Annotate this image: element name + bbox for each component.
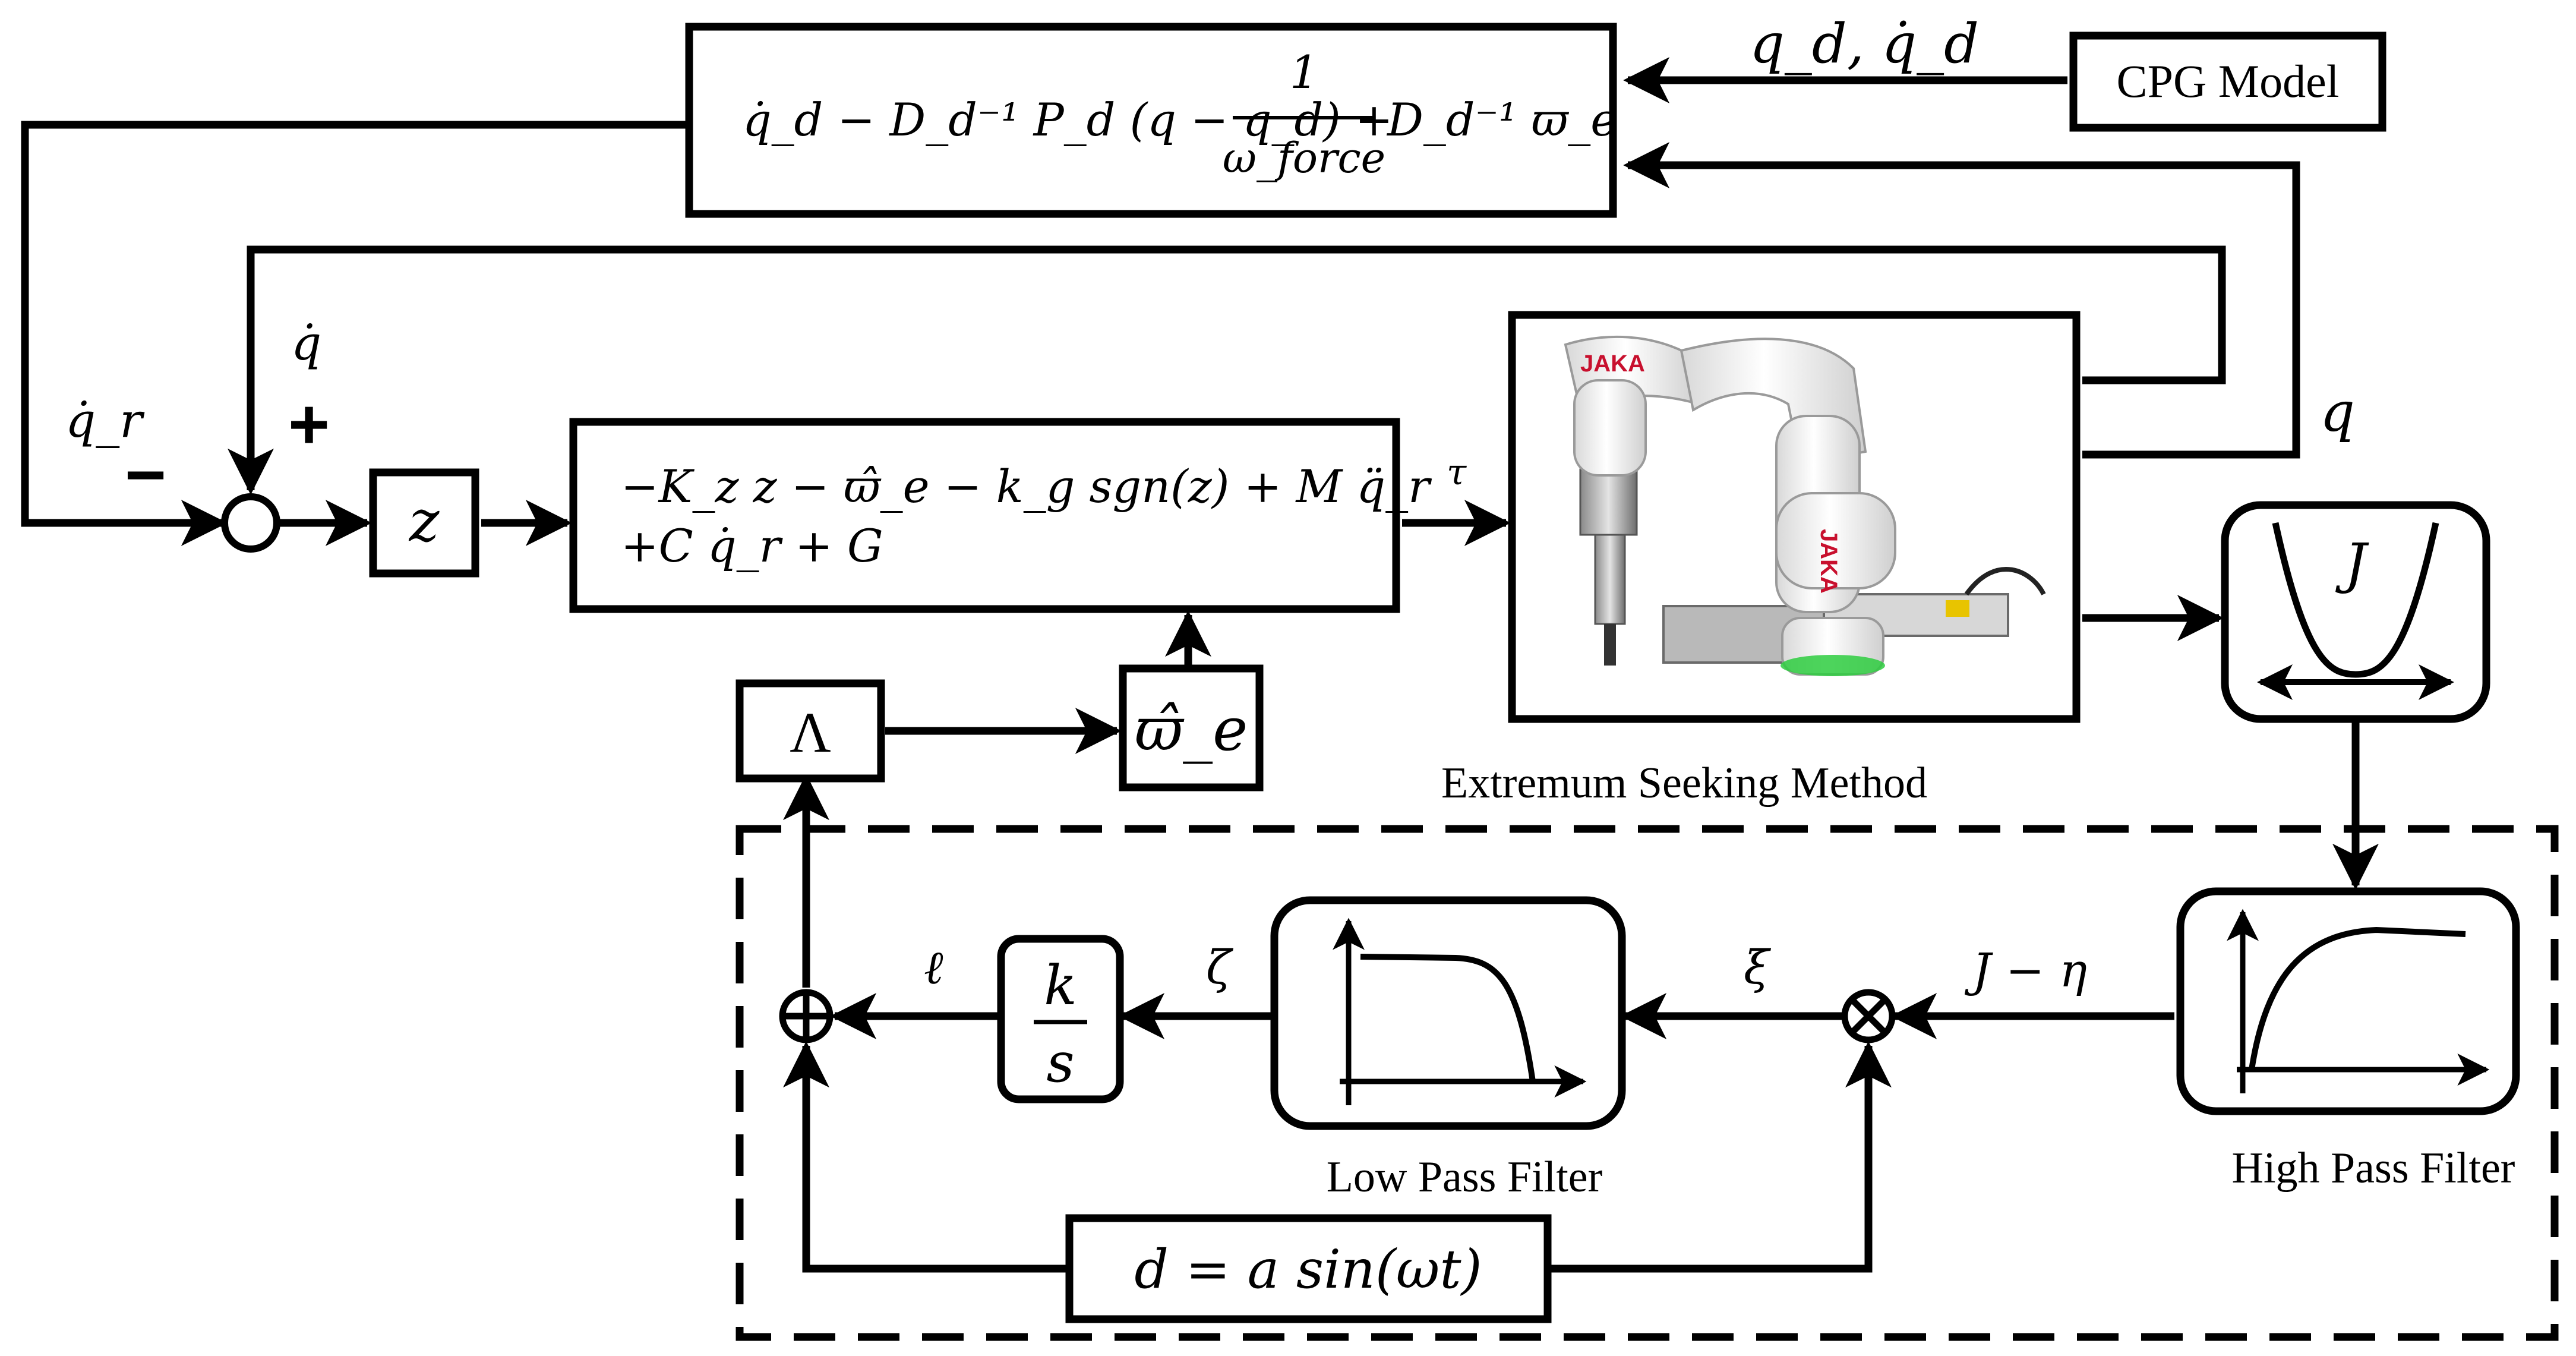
- robot-image: JAKA JAKA: [1508, 311, 2081, 723]
- signal-qr-dot: q̇_r: [65, 393, 145, 448]
- integrator-block: k s: [997, 935, 1124, 1103]
- integrator-denominator: s: [1046, 1031, 1074, 1095]
- signal-minus: −: [125, 435, 166, 515]
- dither-to-sum-line: [783, 1041, 1069, 1273]
- dither-block: d = a sin(ωt): [1065, 1214, 1552, 1323]
- signal-zeta: ζ: [1206, 941, 1234, 995]
- signal-tau: τ: [1447, 452, 1467, 493]
- q-dot-feedback-line: [228, 245, 2226, 495]
- signal-qd: q_d, q̇_d: [1750, 12, 1979, 75]
- signal-j-eta: J − η: [1964, 944, 2087, 998]
- z-label: z: [409, 488, 440, 554]
- controller-block: −K_z z − ϖ̂_e − k_g sgn(z) + M q̈_r +C q…: [569, 418, 1432, 613]
- signal-plus: +: [288, 384, 330, 464]
- q-feedback-line: [1623, 142, 2300, 459]
- summing-junction: [221, 493, 280, 553]
- lambda-block: Λ: [735, 679, 885, 783]
- cpg-label: CPG Model: [2117, 55, 2340, 107]
- z-block: z: [369, 468, 479, 578]
- low-pass-filter-block: [1270, 896, 1626, 1130]
- robot-brand-top: JAKA: [1580, 351, 1645, 377]
- q-r-dot-feedback-line: [21, 121, 689, 546]
- controller-line1: −K_z z − ϖ̂_e − k_g sgn(z) + M q̈_r: [621, 460, 1432, 513]
- dither-label: d = a sin(ωt): [1134, 1238, 1482, 1301]
- caption-extremum-seeking: Extremum Seeking Method: [1441, 759, 1927, 808]
- hpf-response-curve: [2249, 926, 2466, 1070]
- es-summing-junction: [779, 989, 834, 1043]
- reference-fraction-numerator: 1: [1290, 46, 1318, 99]
- signal-q-dot: q̇: [291, 316, 321, 371]
- high-pass-filter-block: [2176, 887, 2520, 1115]
- controller-line2: +C q̇_r + G: [621, 519, 883, 572]
- reference-expression: q̇_d − D_d⁻¹ P_d (q − q_d) +: [743, 93, 1393, 146]
- reference-fraction-denominator: ω_force: [1223, 134, 1385, 182]
- parabola-icon: [2272, 522, 2439, 678]
- cost-function-block: J: [2221, 501, 2490, 723]
- extremum-seeking-region: [735, 825, 2559, 1341]
- lambda-label: Λ: [790, 701, 831, 764]
- robot-brand-side: JAKA: [1816, 529, 1842, 594]
- caption-low-pass-filter: Low Pass Filter: [1327, 1153, 1603, 1202]
- dither-to-multiplier-line: [1551, 1041, 1892, 1273]
- signal-ell: ℓ: [924, 941, 943, 995]
- multiplier-junction: [1841, 989, 1896, 1043]
- reference-expression-tail: D_d⁻¹ ϖ_e: [1386, 93, 1617, 146]
- reference-block: q̇_d − D_d⁻¹ P_d (q − q_d) + 1 ω_force D…: [685, 23, 1617, 218]
- integrator-numerator: k: [1044, 954, 1077, 1017]
- signal-q: q: [2320, 380, 2355, 444]
- lpf-response-curve: [1360, 954, 1536, 1082]
- signal-xi: ξ: [1744, 941, 1772, 995]
- observer-block: ϖ̂_e: [1119, 664, 1264, 791]
- observer-label: ϖ̂_e: [1135, 695, 1248, 764]
- caption-high-pass-filter: High Pass Filter: [2232, 1144, 2515, 1193]
- cpg-block: CPG Model: [2069, 31, 2386, 132]
